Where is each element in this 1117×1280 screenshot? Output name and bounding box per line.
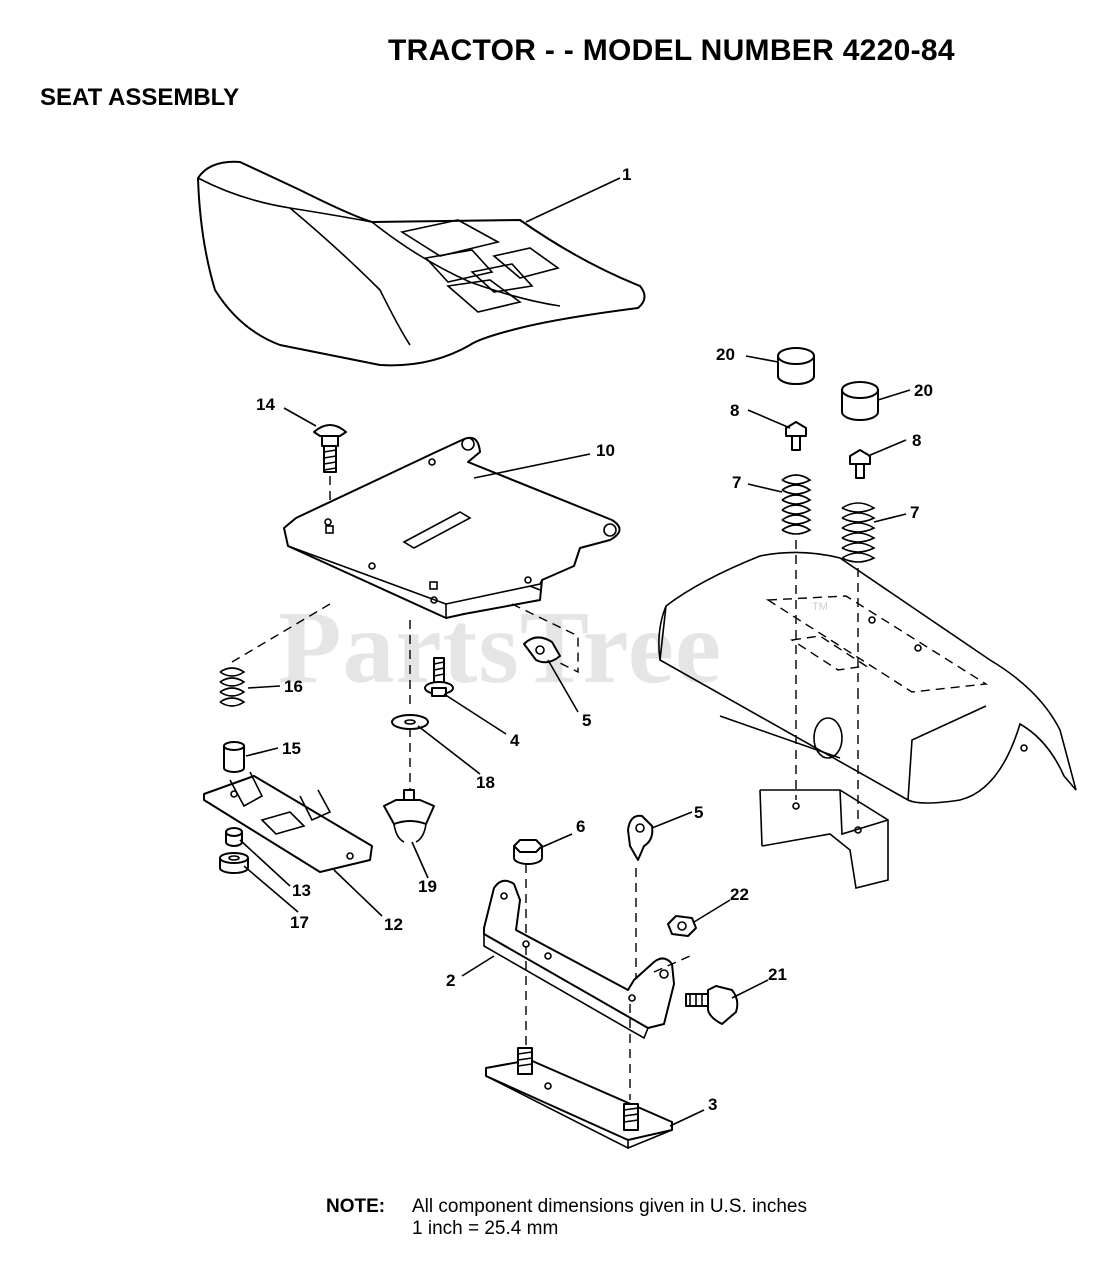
part-bushing[interactable] — [223, 741, 245, 773]
part-clip-lower[interactable] — [627, 814, 654, 861]
callout-14: 14 — [256, 395, 275, 414]
leader-lines — [239, 177, 911, 1127]
callout-1: 1 — [622, 165, 631, 184]
callout-8-left: 8 — [730, 401, 739, 420]
part-spring-left[interactable] — [781, 474, 812, 535]
part-fender-frame — [658, 551, 1077, 804]
callout-5-upper: 5 — [582, 711, 591, 730]
callout-17: 17 — [290, 913, 309, 932]
callout-4: 4 — [510, 731, 520, 750]
callout-22: 22 — [730, 885, 749, 904]
part-washer[interactable] — [391, 714, 429, 730]
part-spacer-left[interactable] — [777, 347, 815, 385]
part-nut-6[interactable] — [513, 839, 543, 865]
part-seat[interactable] — [197, 160, 646, 367]
callout-15: 15 — [282, 739, 301, 758]
part-nut-13[interactable] — [225, 827, 243, 847]
callout-5-lower: 5 — [694, 803, 703, 822]
part-seat-pan[interactable] — [283, 436, 621, 619]
note-text: All component dimensions given in U.S. i… — [412, 1196, 807, 1217]
part-screw-left[interactable] — [785, 421, 807, 451]
part-spacer-right[interactable] — [841, 381, 879, 421]
callout-12: 12 — [384, 915, 403, 934]
callout-7-left: 7 — [732, 473, 741, 492]
note-conversion: 1 inch = 25.4 mm — [412, 1218, 559, 1239]
callout-2: 2 — [446, 971, 455, 990]
part-mount-bracket — [759, 789, 889, 889]
watermark-text: PartsTree — [278, 590, 722, 705]
part-slide-bracket[interactable] — [203, 771, 373, 873]
note-label: NOTE: — [326, 1196, 386, 1217]
part-carriage-bolt[interactable] — [313, 424, 347, 473]
callout-3: 3 — [708, 1095, 717, 1114]
callout-18: 18 — [476, 773, 495, 792]
watermark-trademark: TM — [812, 601, 828, 613]
callout-10: 10 — [596, 441, 615, 460]
callout-16: 16 — [284, 677, 303, 696]
section-title: SEAT ASSEMBLY — [40, 84, 240, 111]
part-spring-right[interactable] — [841, 502, 876, 563]
part-knob[interactable] — [383, 789, 435, 843]
part-bolt[interactable] — [424, 657, 454, 697]
callout-8-right: 8 — [912, 431, 921, 450]
callout-20-left: 20 — [716, 345, 735, 364]
callout-20-right: 20 — [914, 381, 933, 400]
callout-21: 21 — [768, 965, 787, 984]
part-hinge-bracket[interactable] — [483, 879, 675, 1040]
part-hex-nut[interactable] — [667, 915, 697, 937]
callout-13: 13 — [292, 881, 311, 900]
part-lock-nut[interactable] — [219, 852, 249, 874]
part-clip-upper[interactable] — [523, 636, 561, 664]
callout-6: 6 — [576, 817, 585, 836]
callout-7-right: 7 — [910, 503, 919, 522]
part-mounting-plate[interactable] — [485, 1047, 673, 1150]
part-shoulder-bolt[interactable] — [685, 985, 739, 1025]
callout-19: 19 — [418, 877, 437, 896]
part-screw-right[interactable] — [849, 449, 871, 479]
page-title: TRACTOR - - MODEL NUMBER 4220-84 — [388, 34, 955, 67]
part-spring-small[interactable] — [219, 667, 246, 707]
